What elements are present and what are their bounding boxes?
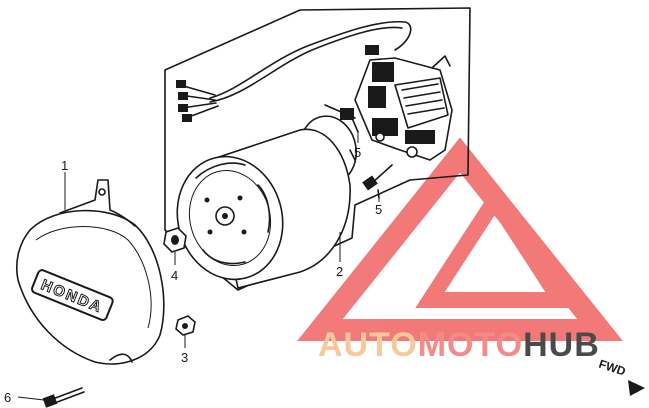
stator-icon [354,55,453,161]
cover-nut-icon [175,315,196,336]
direction-label: FWD [597,357,628,379]
cover-bolt-icon [42,387,85,408]
flywheel-rotor-icon [176,128,351,289]
callout-2: 2 [336,264,343,279]
callout-1: 1 [61,158,68,173]
callout-6: 6 [4,390,11,405]
wire-harness [176,20,412,122]
callout-4: 4 [171,268,178,283]
watermark-moto: MOTO [418,326,523,364]
watermark-auto: AUTO [318,326,418,364]
flange-bolt-icon [362,164,393,199]
callout-5-lower: 5 [375,202,382,217]
leader-lines [17,132,380,401]
stator-bolt-icon [324,104,359,133]
flywheel-nut-icon [163,227,187,253]
callout-3: 3 [181,350,188,365]
forward-arrow-icon: FWD [597,357,645,396]
watermark-hub: HUB [523,326,600,364]
callout-5-upper: 5 [354,145,361,160]
connector-icon [176,80,186,88]
watermark-text: AUTOMOTOHUB [318,326,600,364]
generator-cover-icon: HONDA [15,179,165,365]
grommet-icon [365,45,379,55]
watermark-logo-icon [297,137,623,341]
